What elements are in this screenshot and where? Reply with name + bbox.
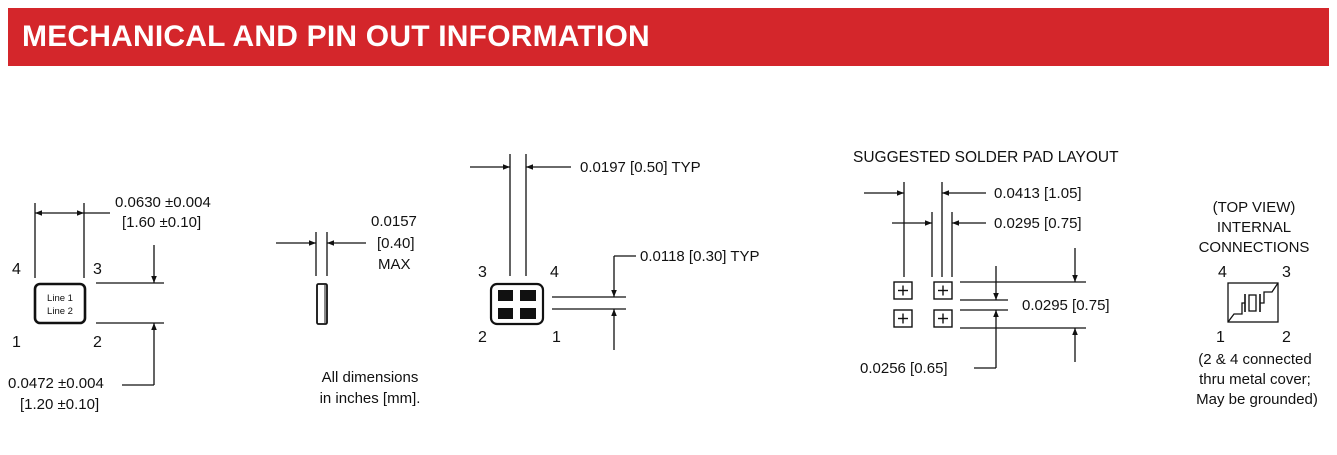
internal-note-line-2: thru metal cover; xyxy=(1199,371,1311,388)
thickness-max: MAX xyxy=(378,256,411,273)
pad-gap-dimension: 0.0118 [0.30] TYP xyxy=(640,248,760,265)
height-dimension-mm: [1.20 ±0.10] xyxy=(20,396,99,413)
solder-pad-title: SUGGESTED SOLDER PAD LAYOUT xyxy=(853,149,1119,166)
marking-line-2: Line 2 xyxy=(47,306,73,317)
internal-pin-1-label: 1 xyxy=(1216,329,1225,346)
section-header: MECHANICAL AND PIN OUT INFORMATION xyxy=(8,8,1329,66)
pad-width-dimension: 0.0295 [0.75] xyxy=(994,215,1082,232)
internal-title-line-1: (TOP VIEW) xyxy=(1213,199,1296,216)
pad-gap-dimension: 0.0256 [0.65] xyxy=(860,360,948,377)
schematic-outline xyxy=(1227,282,1279,323)
bottom-pin-2-label: 2 xyxy=(478,329,487,346)
marking-line-1: Line 1 xyxy=(47,293,73,304)
solder-pad xyxy=(893,309,913,328)
side-view xyxy=(276,232,366,325)
header-title: MECHANICAL AND PIN OUT INFORMATION xyxy=(22,20,650,53)
thickness-dimension-mm: [0.40] xyxy=(377,235,415,252)
internal-pin-2-label: 2 xyxy=(1282,329,1291,346)
internal-note-line-1: (2 & 4 connected xyxy=(1198,351,1311,368)
solder-pad xyxy=(933,309,953,328)
pin-1-label: 1 xyxy=(12,334,21,351)
width-dimension-mm: [1.60 ±0.10] xyxy=(122,214,201,231)
internal-pin-3-label: 3 xyxy=(1282,264,1291,281)
pin-3-label: 3 xyxy=(93,261,102,278)
internal-schematic xyxy=(1227,282,1279,323)
height-dimension: 0.0472 ±0.004 xyxy=(8,375,104,392)
pad-pitch-dimension: 0.0413 [1.05] xyxy=(994,185,1082,202)
thickness-dimension: 0.0157 xyxy=(371,213,417,230)
header-bar xyxy=(8,8,1329,66)
pad-height-dimension: 0.0295 [0.75] xyxy=(1022,297,1110,314)
pad-3 xyxy=(498,290,513,301)
solder-pad xyxy=(893,281,913,300)
bottom-pin-3-label: 3 xyxy=(478,264,487,281)
bottom-pads xyxy=(498,290,536,319)
internal-pin-4-label: 4 xyxy=(1218,264,1227,281)
solder-pad-layout xyxy=(864,182,1086,369)
internal-title-line-3: CONNECTIONS xyxy=(1199,239,1310,256)
bottom-body xyxy=(489,282,545,326)
width-dimension: 0.0630 ±0.004 xyxy=(115,194,211,211)
pad-2 xyxy=(498,308,513,319)
connection-pin-3 xyxy=(1260,282,1279,304)
units-note-line-1: All dimensions xyxy=(322,369,419,386)
pad-width-dimension: 0.0197 [0.50] TYP xyxy=(580,159,701,176)
pin-2-label: 2 xyxy=(93,334,102,351)
bottom-pin-4-label: 4 xyxy=(550,264,559,281)
package-body xyxy=(33,282,87,325)
side-body xyxy=(316,283,328,325)
bottom-view xyxy=(470,154,636,350)
bottom-pin-1-label: 1 xyxy=(552,329,561,346)
internal-note-line-3: May be grounded) xyxy=(1196,391,1318,408)
connection-pin-1 xyxy=(1227,302,1245,323)
crystal-element xyxy=(1248,294,1257,312)
internal-title-line-2: INTERNAL xyxy=(1217,219,1291,236)
pin-4-label: 4 xyxy=(12,261,21,278)
top-view xyxy=(33,203,164,386)
pad-1 xyxy=(520,308,536,319)
pad-4 xyxy=(520,290,536,301)
units-note-line-2: in inches [mm]. xyxy=(320,390,421,407)
solder-pad xyxy=(933,281,953,300)
